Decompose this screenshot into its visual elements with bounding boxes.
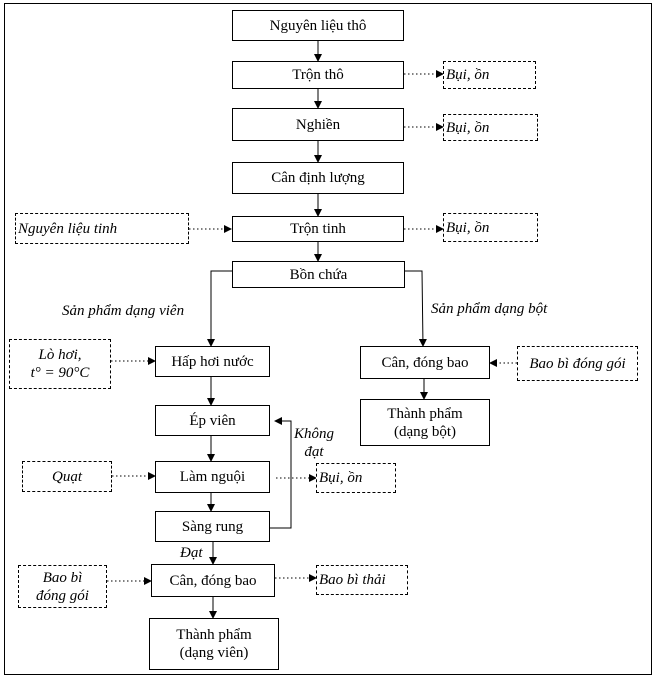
- dust-noise-box-3: Bụi, ồn: [443, 213, 538, 242]
- dust-noise-box-4: Bụi, ồn: [316, 463, 396, 493]
- fine-material-box: Nguyên liệu tinh: [15, 213, 189, 244]
- pellet-branch-label: Sản phẩm dạng viên: [62, 303, 185, 319]
- grinding-box: Nghiền: [232, 108, 404, 141]
- boiler-box: Lò hơi, t° = 90°C: [9, 339, 111, 389]
- powder-packaging-box: Bao bì đóng gói: [517, 346, 638, 381]
- pellet-packaging-box: Bao bì đóng gói: [18, 565, 107, 608]
- silo-box: Bồn chứa: [232, 261, 405, 288]
- pellet-packing-box: Cân, đóng bao: [151, 564, 275, 597]
- powder-packing-box: Cân, đóng bao: [360, 346, 490, 379]
- fine-mix-box: Trộn tinh: [232, 216, 404, 242]
- raw-material-box: Nguyên liệu thô: [232, 10, 404, 41]
- pelleting-box: Ép viên: [155, 405, 270, 436]
- weighing-box: Cân định lượng: [232, 162, 404, 194]
- pellet-product-box: Thành phẩm (dạng viên): [149, 618, 279, 670]
- steam-conditioning-box: Hấp hơi nước: [155, 346, 270, 377]
- fan-box: Quạt: [22, 461, 112, 492]
- vibrating-sieve-box: Sàng rung: [155, 511, 270, 542]
- dust-noise-box-1: Bụi, ồn: [443, 61, 536, 89]
- dust-noise-box-2: Bụi, ồn: [443, 114, 538, 141]
- powder-product-box: Thành phẩm (dạng bột): [360, 399, 490, 446]
- not-pass-label: Không đạt: [294, 426, 335, 460]
- waste-bags-box: Bao bì thải: [316, 565, 408, 595]
- cooling-box: Làm nguội: [155, 461, 270, 493]
- diagram-frame: [4, 3, 652, 675]
- powder-branch-label: Sản phẩm dạng bột: [431, 301, 548, 317]
- rough-mix-box: Trộn thô: [232, 61, 404, 89]
- pass-label: Đạt: [180, 545, 203, 561]
